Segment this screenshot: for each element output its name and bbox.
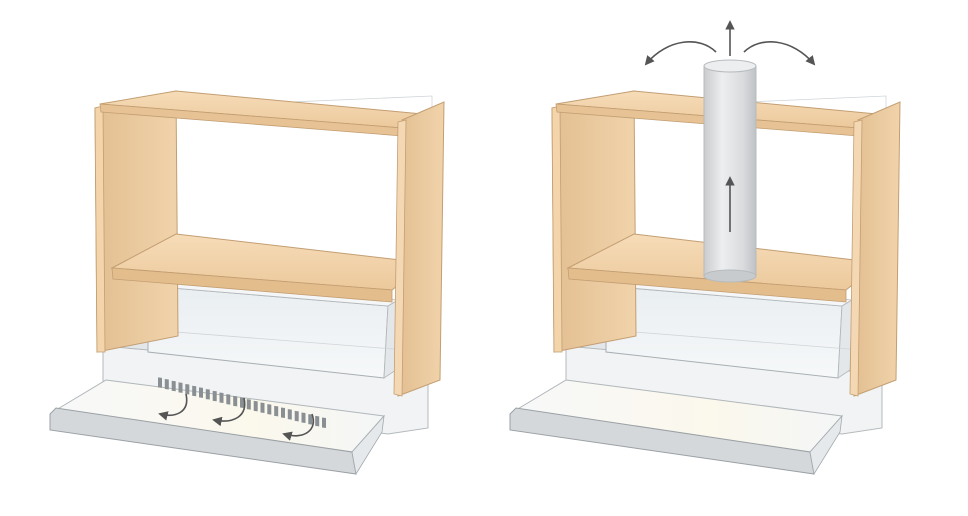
duct-arrows	[644, 20, 816, 232]
vent-slot	[192, 385, 197, 397]
airflow-arrow	[282, 413, 315, 441]
duct-arrow-left	[644, 41, 717, 66]
vent-slot	[233, 395, 238, 407]
vent-slot	[171, 380, 176, 392]
vent-slot	[158, 377, 162, 388]
airflow-arrow	[158, 393, 188, 421]
vent-slot	[308, 414, 313, 425]
cabinet-left	[49, 90, 445, 476]
cabinet-right	[509, 20, 901, 476]
vent-slot	[260, 402, 265, 413]
exhaust-duct	[703, 59, 757, 283]
vent-slot	[315, 415, 320, 427]
vent-slot	[219, 392, 224, 403]
vent-slot	[164, 379, 169, 390]
vent-slot	[205, 389, 210, 400]
vent-slot	[267, 404, 272, 415]
side-panel-right-a	[551, 90, 637, 353]
vent-slot	[322, 417, 326, 429]
vent-slot	[301, 412, 306, 424]
duct-arrow-right	[743, 41, 816, 66]
vent-slot	[294, 410, 299, 422]
vent-slot	[287, 409, 292, 420]
airflow-arrows-left	[158, 393, 315, 441]
vent-slot	[246, 399, 251, 410]
vent-slot	[281, 407, 285, 418]
side-panel-left-a	[94, 90, 179, 353]
vent-slot	[185, 384, 190, 395]
vent-slot	[253, 400, 258, 412]
vent-slot	[226, 394, 231, 405]
vent-slot	[212, 390, 217, 402]
vent-grille	[158, 377, 326, 429]
vent-slot	[199, 387, 203, 398]
vent-slot	[178, 382, 183, 393]
vent-slot	[274, 405, 279, 417]
vent-slot	[240, 397, 244, 408]
airflow-arrow	[212, 397, 246, 427]
